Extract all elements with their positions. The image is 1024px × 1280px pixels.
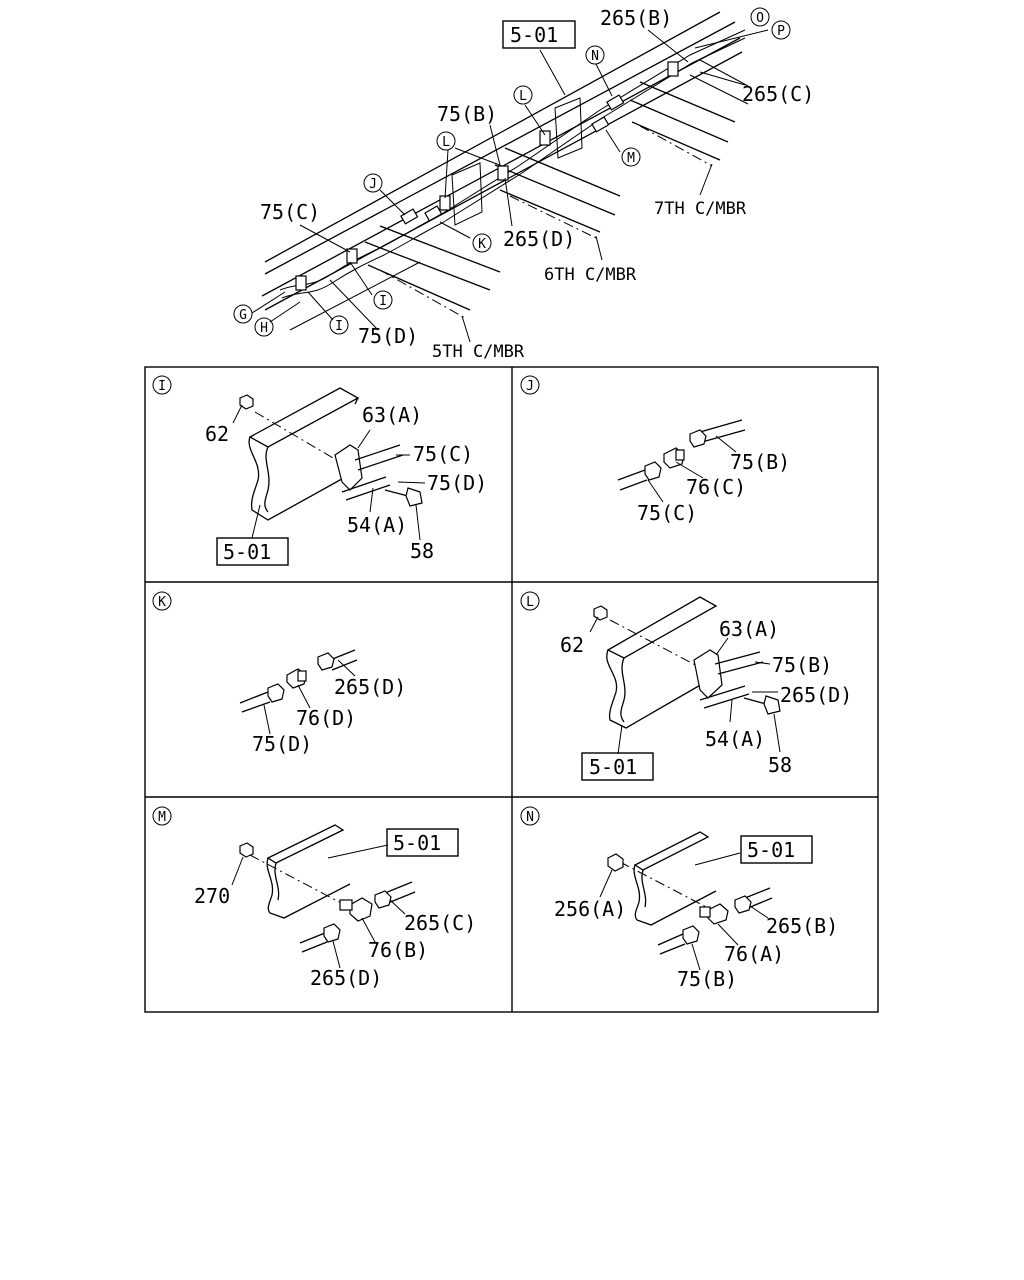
svg-text:J: J [526,379,534,394]
panel-n-label-256a: 256(A) [554,897,626,921]
panel-m-label-76b: 76(B) [368,938,428,962]
panel-n: N 5-01 256(A) 265(B) 76(A) 75(B) [520,806,838,991]
panel-m-id: M [152,806,172,826]
detail-grid [144,366,879,1013]
svg-text:K: K [478,237,486,252]
label-265c: 265(C) [742,82,814,106]
overview-frame [251,11,749,343]
label-265b: 265(B) [600,6,672,30]
svg-text:N: N [591,49,599,64]
svg-text:O: O [756,11,764,26]
panel-i-id: I [152,375,172,395]
panel-l-label-63a: 63(A) [719,617,779,641]
panel-l-label-54a: 54(A) [705,727,765,751]
panel-m-label-270: 270 [194,884,230,908]
ref-box [502,20,576,49]
callout-i-right: I [373,290,393,310]
panel-j-label-76c: 76(C) [686,475,746,499]
panel-m-label-265d: 265(D) [310,966,382,990]
label-7th-cross-member: 7TH C/MBR [654,199,747,219]
panel-j: J 75(B) 76(C) 75(C) [520,375,790,525]
svg-text:N: N [526,810,534,825]
svg-text:I: I [379,294,387,309]
panel-i: I 5-01 62 63(A) 75(C) 75(D) 54(A) [152,375,487,566]
callout-m: M [621,147,641,167]
svg-text:L: L [526,595,534,610]
svg-text:L: L [442,135,450,150]
callout-j: J [363,173,383,193]
ref-label: 5-01 [510,23,558,47]
svg-text:I: I [158,379,166,394]
label-5th-cross-member: 5TH C/MBR [432,342,525,362]
panel-n-ref: 5-01 [747,838,795,862]
svg-text:J: J [369,177,377,192]
panel-n-label-265b: 265(B) [766,914,838,938]
panel-n-label-76a: 76(A) [724,942,784,966]
panel-l: L 5-01 62 63(A) 75(B) 265(D) 54(A) 58 [520,591,852,781]
callout-o: O [750,7,770,27]
svg-text:H: H [260,321,268,336]
panel-k: K 265(D) 76(D) 75(D) [152,591,406,756]
overview-leaders [299,29,769,331]
panel-l-label-75b: 75(B) [772,653,832,677]
callout-n: N [585,45,605,65]
panel-l-id: L [520,591,540,611]
panel-j-id: J [520,375,540,395]
svg-text:M: M [627,151,635,166]
label-75c: 75(C) [260,200,320,224]
panel-n-label-75b: 75(B) [677,967,737,991]
label-265d: 265(D) [503,227,575,251]
panel-k-id: K [152,591,172,611]
panel-l-ref: 5-01 [589,755,637,779]
panel-k-label-76d: 76(D) [296,706,356,730]
panel-i-label-75d: 75(D) [427,471,487,495]
panel-m-label-265c: 265(C) [404,911,476,935]
svg-text:K: K [158,595,166,610]
svg-text:P: P [777,24,785,39]
panel-k-label-265d: 265(D) [334,675,406,699]
callout-i-left: I [329,315,349,335]
panel-m: M 5-01 270 265(C) 76(B) 265(D) [152,806,476,990]
panel-i-label-54a: 54(A) [347,513,407,537]
panel-l-label-265d: 265(D) [780,683,852,707]
panel-i-label-62: 62 [205,422,229,446]
overview-callouts: O P N L M L J K G H I I [233,7,791,337]
svg-text:M: M [158,810,166,825]
panel-m-ref: 5-01 [393,831,441,855]
panel-i-label-58: 58 [410,539,434,563]
panel-i-label-63a: 63(A) [362,403,422,427]
callout-p: P [771,20,791,40]
panel-i-label-75c: 75(C) [413,442,473,466]
callout-g: G [233,304,253,324]
svg-text:G: G [239,308,247,323]
callout-l-top: L [513,85,533,105]
panel-l-label-58: 58 [768,753,792,777]
callout-l-mid: L [436,131,456,151]
panel-j-label-75b: 75(B) [730,450,790,474]
panel-l-label-62: 62 [560,633,584,657]
label-75d: 75(D) [358,324,418,348]
panel-j-label-75c: 75(C) [637,501,697,525]
svg-text:L: L [519,89,527,104]
label-75b: 75(B) [437,102,497,126]
label-6th-cross-member: 6TH C/MBR [544,265,637,285]
panel-i-ref: 5-01 [223,540,271,564]
callout-k: K [472,233,492,253]
svg-text:I: I [335,319,343,334]
panel-k-label-75d: 75(D) [252,732,312,756]
callout-h: H [254,317,274,337]
panel-n-id: N [520,806,540,826]
overview-labels: 5-01 265(B) 265(C) 75(B) 75(C) 265(D) 75… [260,6,814,362]
